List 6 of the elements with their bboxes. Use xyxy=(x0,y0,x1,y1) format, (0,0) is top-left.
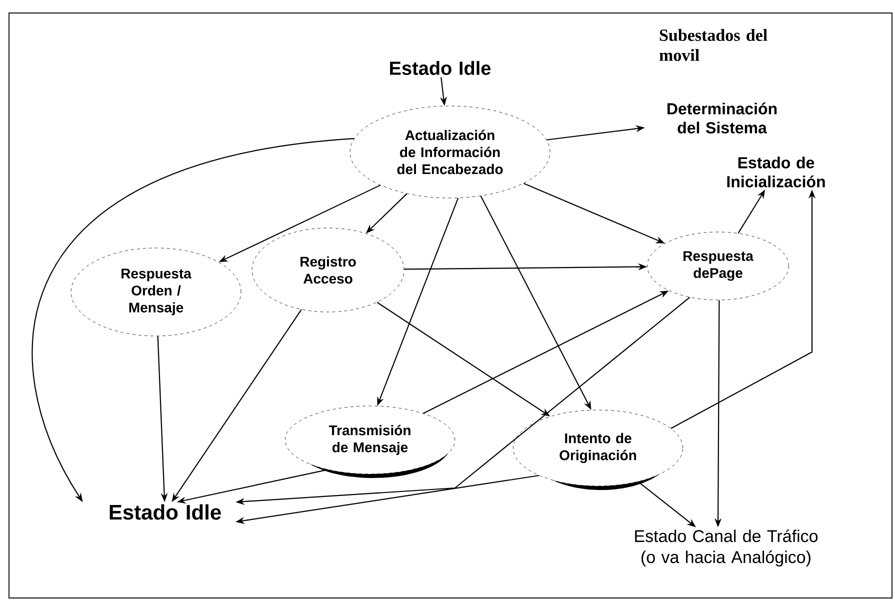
state-label: Estado Idle xyxy=(390,61,491,75)
state-label: Estado de Inicialización xyxy=(727,156,825,188)
state-label: Estado Canal de Tráfico (o va hacia Analógico) xyxy=(635,529,818,567)
heading-label: Subestados del movil xyxy=(659,29,768,61)
state-label: Estado Idle xyxy=(110,504,221,520)
state-label: Determinación del Sistema xyxy=(668,102,777,134)
